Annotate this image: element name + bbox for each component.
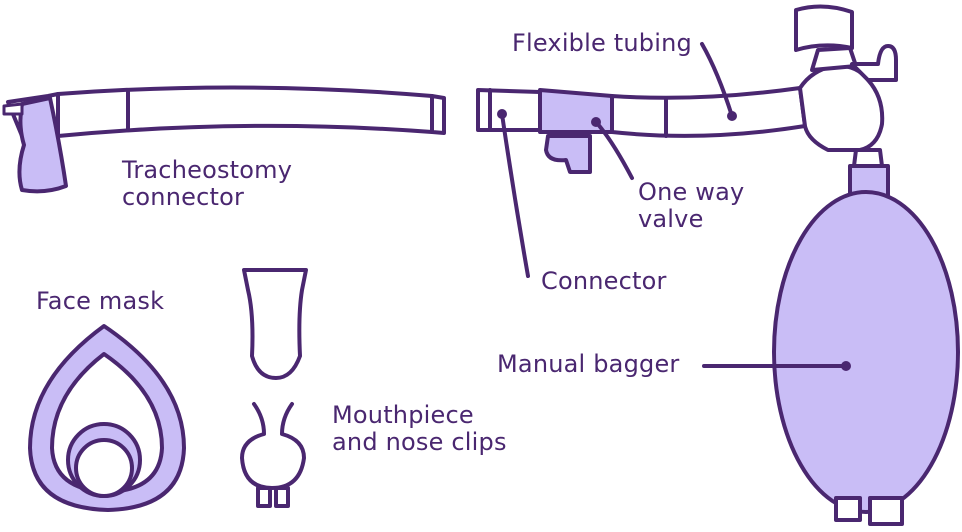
one-way-valve-line-1: One way [638,178,745,206]
mouthpiece-line-1: Mouthpiece [332,401,474,429]
mouthpiece [242,268,308,380]
tracheostomy-connector-line-2: connector [122,183,245,211]
manual-bagger [772,164,960,526]
leader-lines [497,42,851,371]
nose-clips [240,402,306,508]
tracheostomy-connector-label: Tracheostomy connector [122,157,292,211]
mouthpiece-line-2: and nose clips [332,428,507,456]
one-way-valve-label: One way valve [638,179,744,233]
flexible-tubing [610,86,807,138]
flexible-tubing-label: Flexible tubing [512,29,692,57]
tracheostomy-connector [2,96,68,194]
valve-head [794,4,898,168]
one-way-valve-line-2: valve [638,205,704,233]
face-mask [28,324,186,512]
tracheostomy-tube [6,85,446,138]
connector [476,88,542,132]
face-mask-label: Face mask [36,287,165,315]
connector-label: Connector [541,267,667,295]
tracheostomy-connector-line-1: Tracheostomy [122,156,293,184]
manual-bagger-label: Manual bagger [497,350,680,378]
mouthpiece-label: Mouthpiece and nose clips [332,402,507,456]
